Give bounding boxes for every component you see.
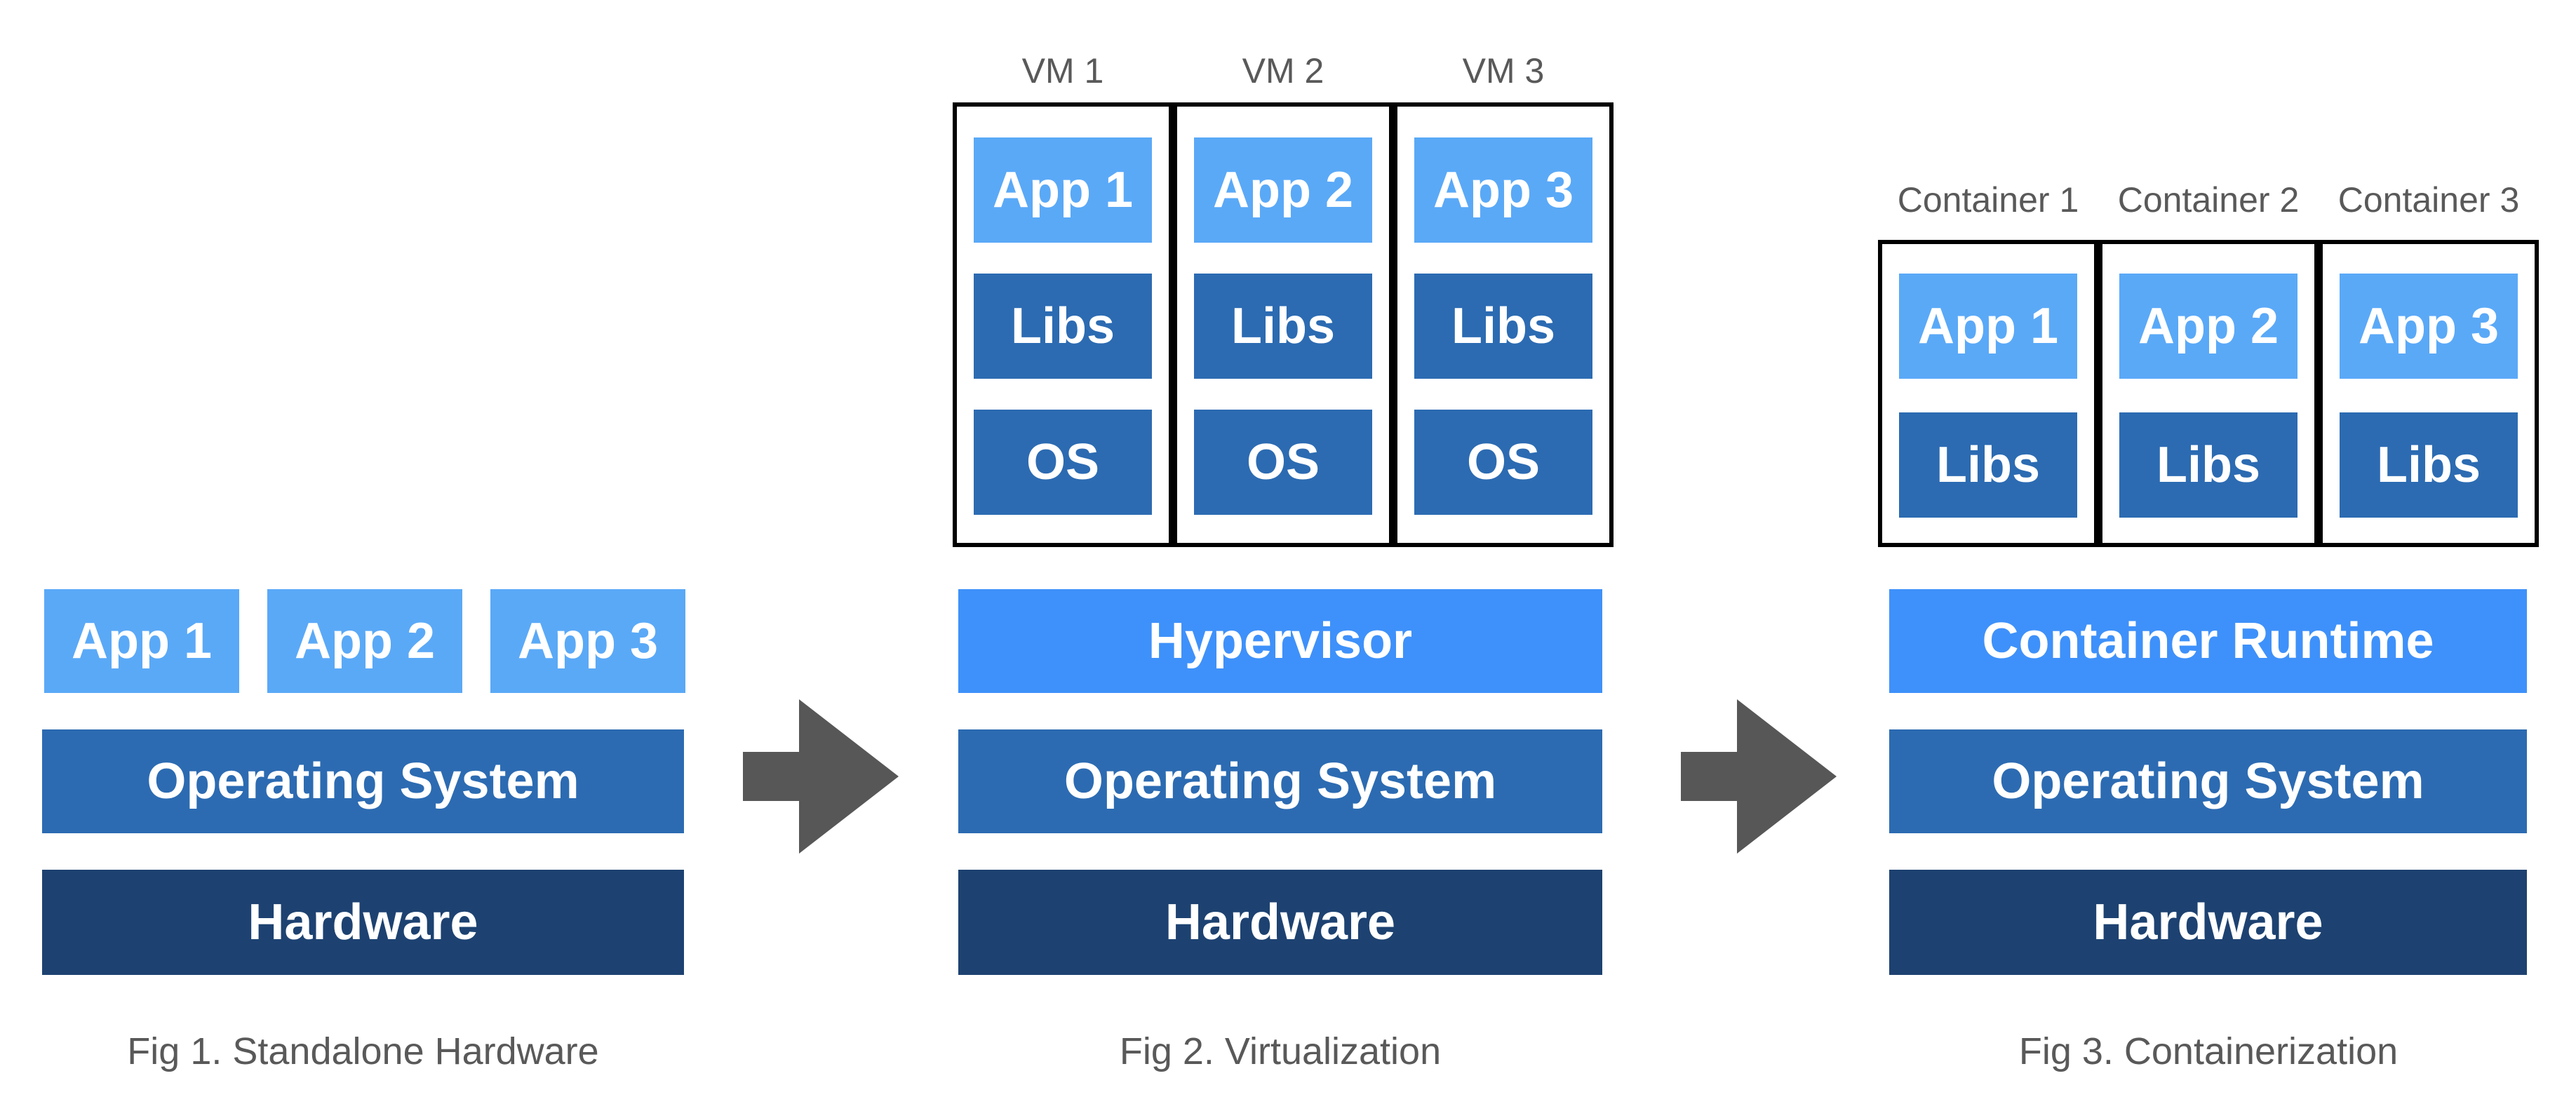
fig1-app2-box: App 2 <box>267 589 462 693</box>
fig3-hardware-bar: Hardware <box>1889 870 2527 975</box>
hypervisor-bar: Hypervisor <box>958 589 1602 693</box>
container3-box: App 3 Libs <box>2319 240 2539 547</box>
container2-app-box: App 2 <box>2119 274 2297 379</box>
vm1-label: VM 1 <box>1021 51 1104 90</box>
container3-label: Container 3 <box>2337 180 2520 220</box>
arrow-right-icon <box>1681 699 1837 854</box>
container-runtime-bar: Container Runtime <box>1889 589 2527 693</box>
container1-libs-box: Libs <box>1899 412 2077 518</box>
fig1-app3-box: App 3 <box>490 589 685 693</box>
fig3-caption: Fig 3. Containerization <box>2018 1030 2399 1072</box>
vm1-libs-box: Libs <box>974 274 1152 379</box>
vm2-os-box: OS <box>1194 410 1372 515</box>
fig1-caption: Fig 1. Standalone Hardware <box>127 1030 599 1072</box>
container1-box: App 1 Libs <box>1878 240 2098 547</box>
arrow-right-icon <box>743 699 899 854</box>
vm2-app-box: App 2 <box>1194 137 1372 243</box>
vm1-app-box: App 1 <box>974 137 1152 243</box>
fig1-os-bar: Operating System <box>42 729 684 833</box>
fig3-os-bar: Operating System <box>1889 729 2527 833</box>
vm3-os-box: OS <box>1414 410 1592 515</box>
container2-libs-box: Libs <box>2119 412 2297 518</box>
container3-libs-box: Libs <box>2340 412 2518 518</box>
fig2-hardware-bar: Hardware <box>958 870 1602 975</box>
fig1-hardware-bar: Hardware <box>42 870 684 975</box>
container2-box: App 2 Libs <box>2098 240 2319 547</box>
container2-label: Container 2 <box>2117 180 2300 220</box>
container3-app-box: App 3 <box>2340 274 2518 379</box>
vm2-libs-box: Libs <box>1194 274 1372 379</box>
container1-app-box: App 1 <box>1899 274 2077 379</box>
fig2-caption: Fig 2. Virtualization <box>1119 1030 1442 1072</box>
vm3-app-box: App 3 <box>1414 137 1592 243</box>
vm1-os-box: OS <box>974 410 1152 515</box>
vm1-box: App 1 Libs OS <box>953 102 1173 547</box>
fig1-app1-box: App 1 <box>44 589 239 693</box>
vm3-box: App 3 Libs OS <box>1393 102 1614 547</box>
vm2-box: App 2 Libs OS <box>1173 102 1393 547</box>
vm3-libs-box: Libs <box>1414 274 1592 379</box>
container1-label: Container 1 <box>1897 180 2079 220</box>
vm2-label: VM 2 <box>1242 51 1324 90</box>
fig2-os-bar: Operating System <box>958 729 1602 833</box>
vm3-label: VM 3 <box>1462 51 1545 90</box>
